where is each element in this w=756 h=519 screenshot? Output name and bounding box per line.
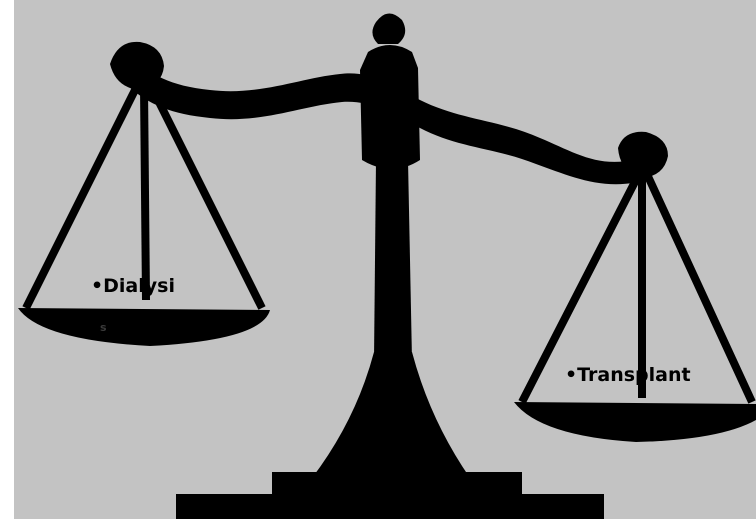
left-string-middle bbox=[144, 86, 146, 300]
transplant-label: •Transplant bbox=[565, 366, 691, 385]
dialysis-label: •Dialysi bbox=[91, 277, 175, 296]
scale-top-knob bbox=[372, 13, 405, 44]
scale-pole bbox=[374, 160, 412, 360]
dialysis-label-wrap: s bbox=[100, 322, 107, 333]
left-pan bbox=[18, 308, 270, 346]
scale-foot bbox=[312, 352, 470, 478]
scale-left-knob bbox=[110, 42, 164, 90]
scale-base bbox=[176, 494, 604, 519]
right-pan bbox=[514, 402, 756, 442]
